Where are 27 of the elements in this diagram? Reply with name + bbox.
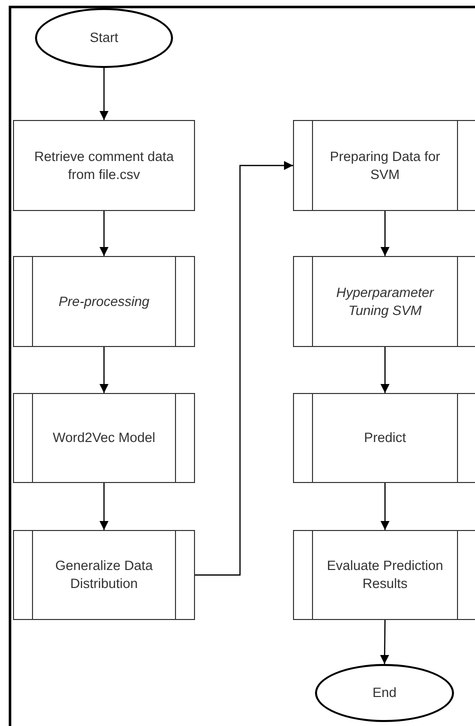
- process-box: [13, 120, 195, 211]
- step-label: Preparing Data for SVM: [328, 148, 442, 184]
- predefined-process-box: [293, 120, 475, 211]
- arrow: [380, 211, 390, 256]
- step-label: Retrieve comment data from file.csv: [33, 148, 175, 184]
- arrow: [100, 347, 108, 393]
- arrow: [380, 620, 390, 664]
- predefined-process-box: [13, 393, 195, 483]
- predefined-process-box: [13, 530, 195, 620]
- step-label: Hyperparameter Tuning SVM: [335, 284, 436, 320]
- predefined-process-box: [293, 256, 475, 347]
- arrow: [380, 483, 390, 530]
- step-label: Generalize Data Distribution: [54, 557, 154, 593]
- predefined-process-box: [293, 393, 475, 483]
- predefined-process-box: [13, 256, 195, 347]
- predefined-process-box: [293, 530, 475, 620]
- step-label: Evaluate Prediction Results: [326, 557, 444, 593]
- step-label: End: [372, 684, 397, 702]
- arrow: [100, 483, 108, 530]
- arrow: [380, 347, 390, 393]
- step-label: Start: [90, 29, 118, 47]
- step-label: Pre-processing: [58, 292, 150, 310]
- arrow: [100, 211, 108, 256]
- step-label: Word2Vec Model: [52, 429, 156, 447]
- arrow: [195, 161, 293, 576]
- step-label: Predict: [362, 429, 408, 447]
- arrow: [100, 68, 108, 120]
